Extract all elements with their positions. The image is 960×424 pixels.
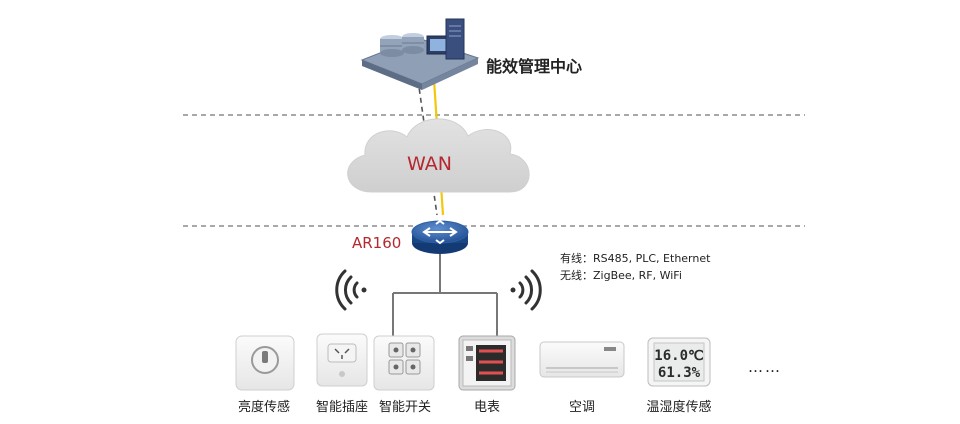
device-label-brightness-sensor: 亮度传感 (237, 400, 291, 415)
device-label-thermo-hygrometer: 温湿度传感 (646, 400, 712, 415)
electricity-meter-icon (458, 335, 516, 391)
dashed-link (417, 79, 438, 216)
air-conditioner-icon (539, 341, 625, 378)
wireless-signal-left-icon (335, 269, 367, 311)
device-label-smart-socket: 智能插座 (315, 400, 369, 415)
wireless-signal-right-icon (510, 269, 542, 311)
wan-label: WAN (407, 153, 452, 175)
smart-socket-icon (316, 333, 368, 387)
smart-switch-icon (373, 335, 435, 391)
thermo-hygrometer-icon: 16.0℃ 61.3% (647, 337, 711, 387)
device-label-air-conditioner: 空调 (568, 400, 596, 415)
thermo-temp-readout: 16.0℃ (654, 348, 704, 364)
server-icon (360, 18, 480, 90)
connection-tree (392, 254, 498, 338)
thermo-humidity-readout: 61.3% (658, 365, 701, 381)
wired-protocols-text: 有线：RS485, PLC, Ethernet (560, 252, 711, 265)
more-devices-ellipsis: …… (748, 358, 782, 376)
wireless-protocols-text: 无线：ZigBee, RF, WiFi (560, 269, 682, 282)
device-label-smart-switch: 智能开关 (378, 400, 432, 415)
brightness-sensor-icon (235, 335, 295, 391)
router-model-label: AR160 (352, 234, 402, 252)
device-label-electricity-meter: 电表 (473, 400, 501, 415)
router-icon (411, 219, 469, 254)
management-center-label: 能效管理中心 (486, 57, 583, 76)
wan-cloud-icon (347, 118, 530, 193)
